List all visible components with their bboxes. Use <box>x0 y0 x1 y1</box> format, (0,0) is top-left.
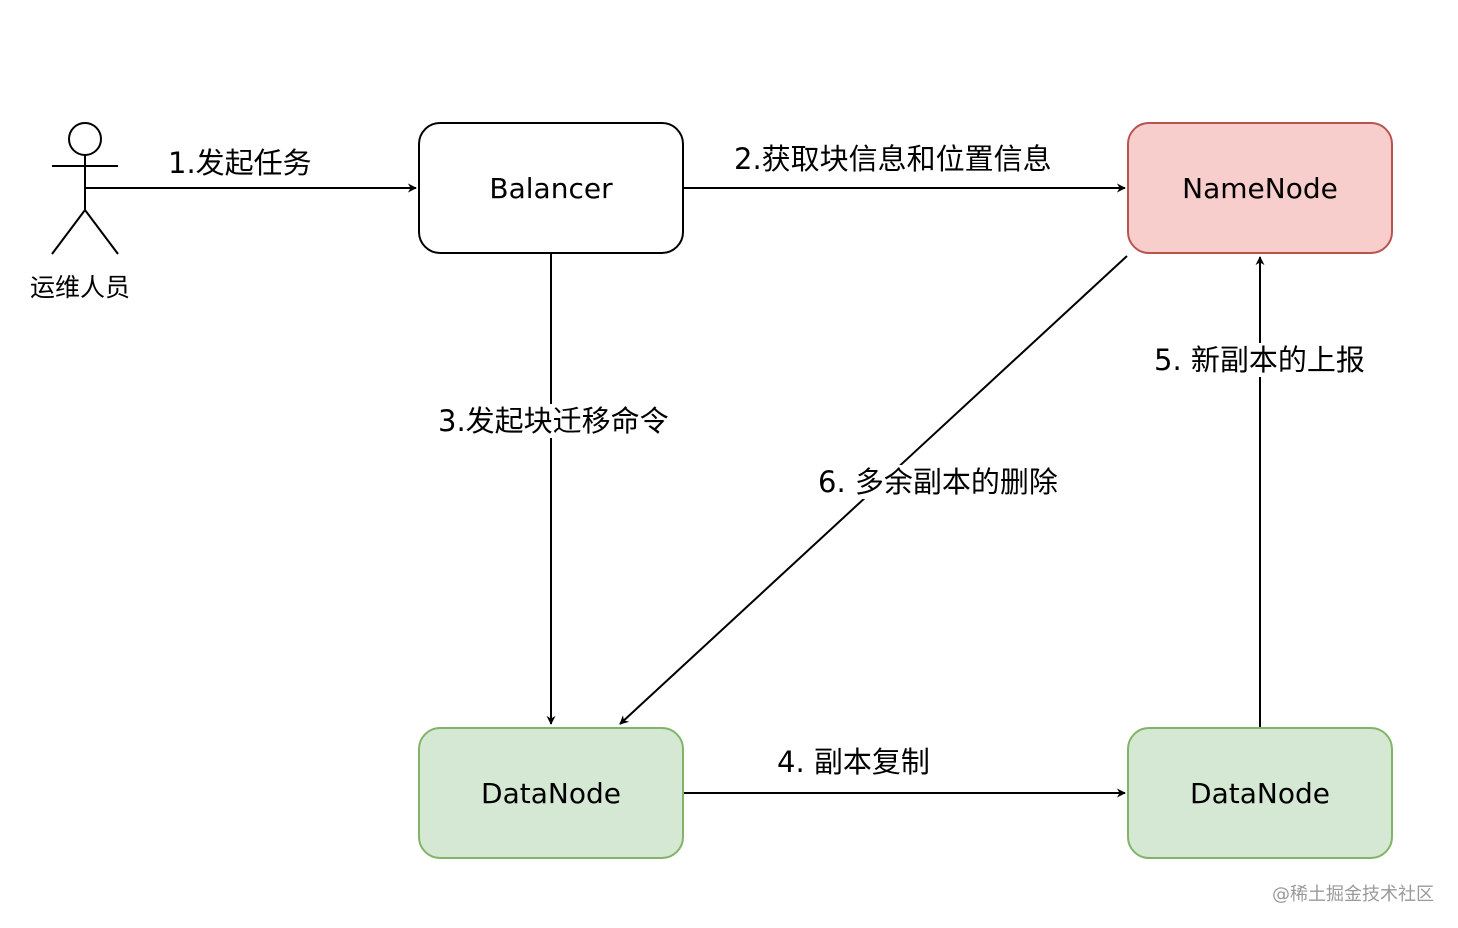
edge-1-label: 1.发起任务 <box>166 146 314 180</box>
namenode-node[interactable]: NameNode <box>1127 122 1393 254</box>
namenode-node-label: NameNode <box>1182 171 1338 205</box>
edge-5-label: 5. 新副本的上报 <box>1152 343 1367 377</box>
datanode-source-label: DataNode <box>481 776 621 810</box>
edge-4-label: 4. 副本复制 <box>775 745 932 779</box>
balancer-node[interactable]: Balancer <box>418 122 684 254</box>
edge-6-label: 6. 多余副本的删除 <box>816 465 1060 499</box>
balancer-node-label: Balancer <box>489 171 613 205</box>
actor-stick-figure <box>51 122 119 255</box>
edge-3-label: 3.发起块迁移命令 <box>436 404 671 438</box>
datanode-target-label: DataNode <box>1190 776 1330 810</box>
actor-label: 运维人员 <box>30 273 131 302</box>
edge-2-label: 2.获取块信息和位置信息 <box>732 142 1054 176</box>
datanode-source-node[interactable]: DataNode <box>418 727 684 859</box>
watermark: @稀土掘金技术社区 <box>1272 884 1434 905</box>
datanode-target-node[interactable]: DataNode <box>1127 727 1393 859</box>
